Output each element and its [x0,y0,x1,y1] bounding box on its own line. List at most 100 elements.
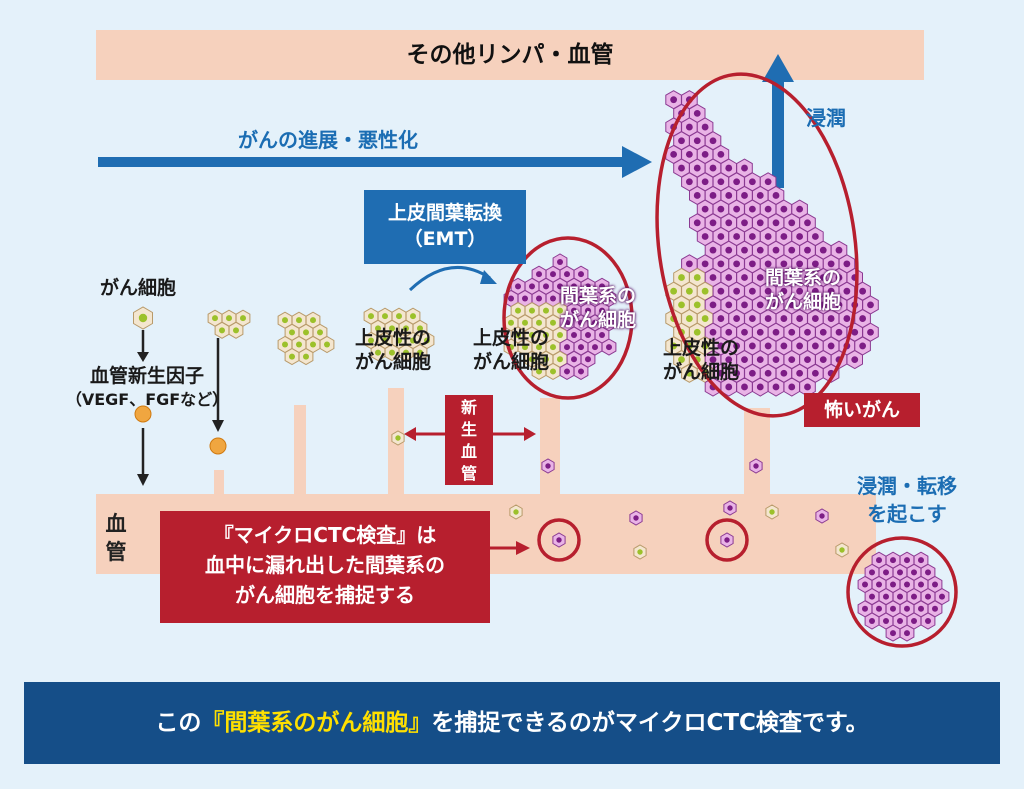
cell-nucleus [911,569,917,576]
cell-nucleus [796,287,804,295]
cell-nucleus [289,329,295,336]
cell-nucleus [693,328,701,336]
cell-nucleus [918,557,924,564]
cell-nucleus [819,356,827,363]
cell-nucleus [403,325,409,332]
cell-nucleus [678,164,685,172]
cell-nucleus [804,356,811,363]
mesenchymal-label-1: 間葉系の がん細胞 [548,284,648,332]
cell-nucleus [585,331,591,338]
cell-nucleus [756,301,764,309]
cell-nucleus [550,319,556,326]
cell-nucleus [827,260,835,268]
mesenchymal-label-2: 間葉系の がん細胞 [748,266,858,314]
cell-nucleus [693,219,701,227]
cell-nucleus [772,274,780,281]
arrow-head [212,420,224,432]
cell-nucleus [725,328,733,336]
cell-nucleus [592,319,598,326]
cell-nucleus [772,192,780,199]
cell-nucleus [733,315,741,322]
cell-nucleus [637,549,643,555]
cell-nucleus [741,356,748,363]
cell-nucleus [839,547,845,553]
cell-nucleus [522,344,528,351]
scary-cancer-circle [655,72,859,418]
cell-nucleus [685,315,693,322]
cell-nucleus [550,344,556,351]
cell-nucleus [725,246,733,254]
mesenchymal-label-1-line2: がん細胞 [559,309,636,331]
cell-nucleus [835,301,843,309]
cell-nucleus [508,319,514,326]
cell-nucleus [545,463,551,469]
cell-nucleus [693,109,701,117]
cell-nucleus [571,283,577,290]
cell-nucleus [557,331,563,338]
epithelial-label-2: 上皮性の がん細胞 [456,326,566,374]
cell-nucleus [890,630,896,637]
cell-nucleus [410,313,416,320]
arrow-head [516,541,530,555]
cell-nucleus [772,328,780,336]
cell-nucleus [859,315,867,322]
cell-nucleus [578,319,584,326]
cell-nucleus [709,219,717,227]
cell-nucleus [515,307,521,314]
cell-nucleus [862,581,868,588]
cell-nucleus [550,271,556,278]
cell-nucleus [515,331,521,338]
cell-nucleus [515,283,521,290]
cell-nucleus [843,315,851,322]
cell-nucleus [780,233,788,240]
cell-nucleus [780,342,788,350]
cell-nucleus [368,313,374,320]
cell-nucleus [796,205,804,213]
cell-nucleus [804,301,811,309]
cell-nucleus [310,341,316,348]
cell-nucleus [219,327,225,334]
cell-nucleus [869,569,875,576]
epithelial-label-1-line2: がん細胞 [354,351,431,373]
cell-nucleus [733,342,741,350]
cell-nucleus [769,509,775,515]
cell-nucleus [890,605,896,612]
epithelial-label-3-line2: がん細胞 [662,361,739,383]
cell-nucleus [685,260,693,268]
cell-nucleus [536,368,542,375]
cell-nucleus [725,219,733,227]
cell-nucleus [796,233,804,240]
cell-nucleus [819,328,827,336]
cell-nucleus [670,96,678,104]
cell-nucleus [212,315,218,322]
cell-nucleus [233,327,239,334]
cell-nucleus [717,233,725,240]
cell-nucleus [819,513,825,519]
cell-nucleus [827,287,835,295]
cell-nucleus [897,569,903,576]
cell-nucleus [843,260,851,268]
cell-nucleus [557,307,563,314]
cell-nucleus [701,151,709,158]
cell-nucleus [772,356,780,363]
cell-nucleus [725,301,733,309]
cell-nucleus [522,319,528,326]
cell-nucleus [764,260,772,268]
cell-nucleus [382,337,388,344]
cell-nucleus [883,617,889,624]
new-vessel-char: 血 [460,442,477,461]
invasion-arrow-shaft [772,78,784,188]
new-vessel-char: 生 [460,420,477,439]
cell-nucleus [701,123,709,131]
invasion-arrow-head [762,54,794,82]
scary-cancer-box: 怖いがん [804,393,920,427]
cell-nucleus [756,219,764,227]
cell-nucleus [796,342,804,350]
cell-nucleus [556,537,562,543]
emt-abbr: （EMT） [403,228,487,250]
vessel-stem [744,408,770,496]
cell-nucleus [592,295,598,302]
cell-nucleus [368,337,374,344]
cell-nucleus [670,287,678,295]
cell-nucleus [685,287,693,295]
